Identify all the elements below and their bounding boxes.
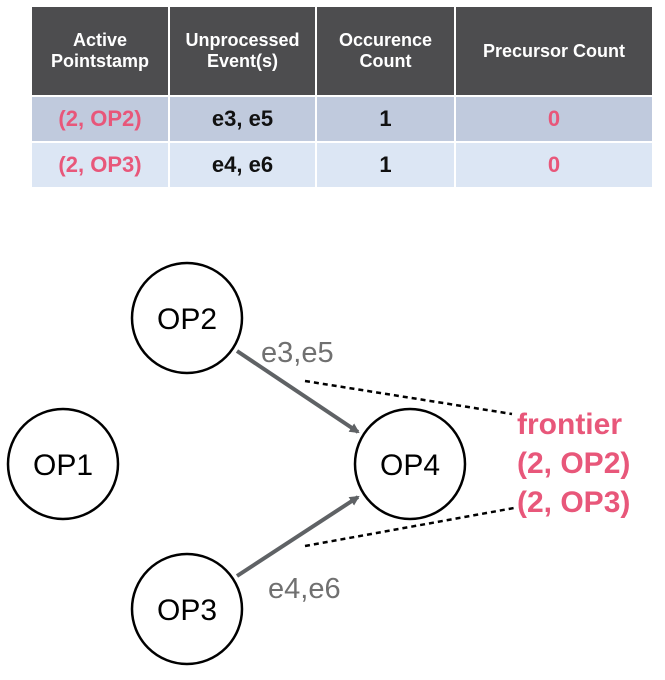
- cell-events: e4, e6: [168, 141, 317, 189]
- cell-events: e3, e5: [168, 95, 317, 143]
- header-occurrence-count: Occurence Count: [315, 5, 456, 97]
- frontier-title: frontier: [517, 408, 622, 441]
- node-op3-label: OP3: [157, 594, 217, 627]
- edge-op2-op4: [235, 349, 360, 434]
- edge-label-op3-op4: e4,e6: [268, 573, 341, 605]
- node-op2: OP2: [130, 261, 244, 375]
- frontier-item: (2, OP2): [517, 447, 630, 480]
- node-op4: OP4: [353, 407, 467, 521]
- table-row: (2, OP3) e4, e6 1 0: [30, 141, 654, 189]
- node-op3: OP3: [130, 552, 244, 666]
- header-unprocessed-events: Unprocessed Event(s): [168, 5, 317, 97]
- node-op1: OP1: [6, 407, 120, 521]
- table-row: (2, OP2) e3, e5 1 0: [30, 95, 654, 143]
- cell-precursor: 0: [454, 141, 654, 189]
- header-precursor-count: Precursor Count: [454, 5, 654, 97]
- pointstamp-table: Active Pointstamp Unprocessed Event(s) O…: [30, 5, 654, 189]
- cell-occurrence: 1: [315, 141, 456, 189]
- cell-pointstamp: (2, OP3): [30, 141, 170, 189]
- node-op2-label: OP2: [157, 303, 217, 336]
- table-header-row: Active Pointstamp Unprocessed Event(s) O…: [30, 5, 654, 97]
- frontier-pointer-upper: [304, 379, 513, 416]
- header-active-pointstamp: Active Pointstamp: [30, 5, 170, 97]
- cell-precursor: 0: [454, 95, 654, 143]
- edge-label-op2-op4: e3,e5: [261, 337, 334, 369]
- node-op1-label: OP1: [33, 449, 93, 482]
- frontier-item: (2, OP3): [517, 486, 630, 519]
- cell-pointstamp: (2, OP2): [30, 95, 170, 143]
- edge-op3-op4: [235, 495, 360, 578]
- node-op4-label: OP4: [380, 449, 440, 482]
- cell-occurrence: 1: [315, 95, 456, 143]
